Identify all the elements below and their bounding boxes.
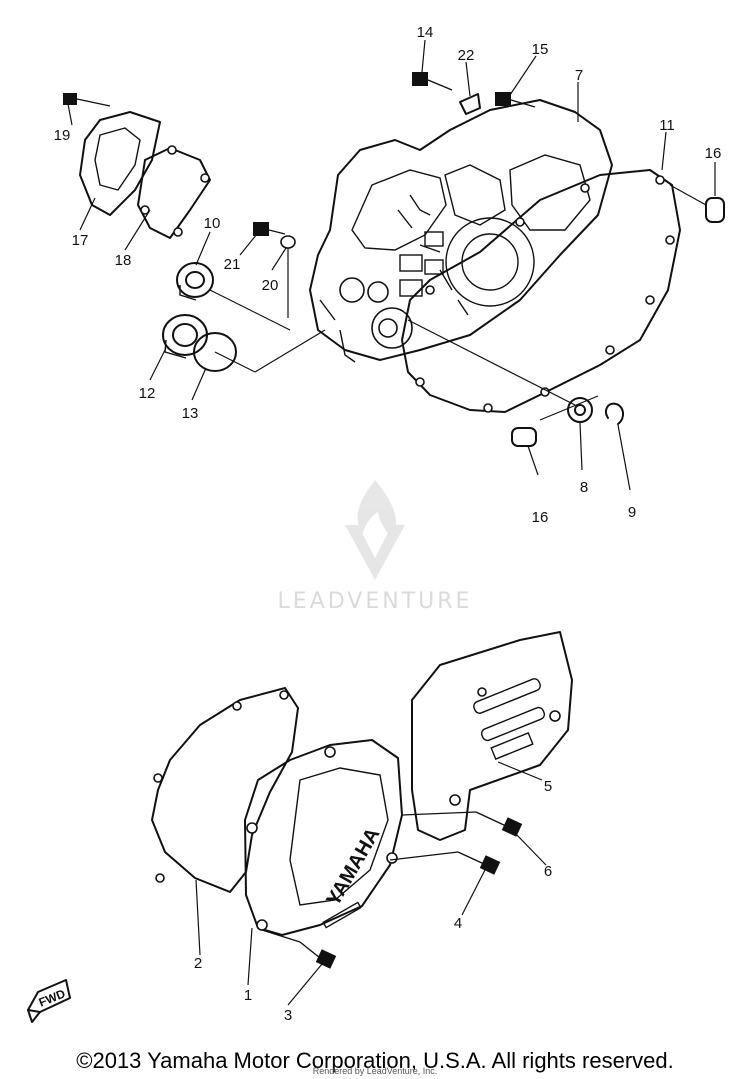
fwd-direction-badge: FWD (27, 979, 71, 1023)
callout-2: 2 (194, 955, 202, 972)
callout-16-lower: 16 (532, 509, 549, 526)
callout-9: 9 (628, 504, 636, 521)
washer-20 (280, 235, 296, 249)
crankcase-body (309, 99, 613, 363)
render-credit: Rendered by LeadVenture, Inc. (313, 1066, 438, 1076)
clamp-22 (459, 93, 481, 115)
alignment-lines (209, 184, 707, 421)
callout-10: 10 (204, 215, 221, 232)
bolt-4 (457, 851, 501, 875)
callout-15: 15 (532, 41, 549, 58)
bolt-15 (495, 92, 536, 108)
o-ring-13 (193, 332, 237, 372)
callout-20: 20 (262, 277, 279, 294)
kick-cover (79, 111, 161, 216)
callout-19: 19 (54, 127, 71, 144)
callout-5: 5 (544, 778, 552, 795)
drive-sprocket-cover (411, 631, 573, 841)
callout-7: 7 (575, 67, 583, 84)
generator-cover-gasket (151, 687, 299, 893)
seal-8 (567, 397, 593, 423)
callout-6: 6 (544, 863, 552, 880)
callout-22: 22 (458, 47, 475, 64)
bolt-19 (63, 93, 111, 107)
bolt-6 (475, 811, 523, 837)
callout-labels: 14 22 15 7 11 16 19 17 18 10 21 20 12 13… (54, 24, 722, 1024)
callout-leaders-lower (195, 761, 547, 1006)
callout-13: 13 (182, 405, 199, 422)
callout-11: 11 (659, 117, 675, 134)
circlip-9 (605, 402, 624, 425)
oil-seal-12 (162, 314, 208, 359)
callout-21: 21 (224, 256, 241, 273)
callout-14: 14 (417, 24, 434, 41)
callout-3: 3 (284, 1007, 292, 1024)
alignment-lines-lower (261, 811, 477, 943)
bolt-3 (299, 941, 337, 969)
callout-12: 12 (139, 385, 156, 402)
callout-leaders-upper (67, 39, 716, 491)
cover-emboss-yamaha: YAMAHA (322, 824, 384, 909)
watermark-logo: LEADVENTURE (278, 480, 473, 614)
callout-1: 1 (244, 987, 252, 1004)
crankcase-cover-gasket (401, 169, 681, 413)
callout-18: 18 (115, 252, 132, 269)
bolt-21 (253, 222, 286, 236)
bolt-14 (412, 72, 453, 91)
dowel-pin-16-upper (705, 197, 725, 223)
copyright-notice: ©2013 Yamaha Motor Corporation, U.S.A. A… (76, 1048, 673, 1073)
watermark-text: LEADVENTURE (278, 589, 473, 614)
callout-16-upper: 16 (705, 145, 722, 162)
kick-cover-gasket (137, 147, 211, 239)
dowel-pin-16-lower (511, 427, 537, 447)
callout-4: 4 (454, 915, 462, 932)
oil-seal-10 (176, 262, 214, 301)
callout-17: 17 (72, 232, 89, 249)
callout-8: 8 (580, 479, 588, 496)
gasket-2-bolt-holes (153, 690, 289, 883)
